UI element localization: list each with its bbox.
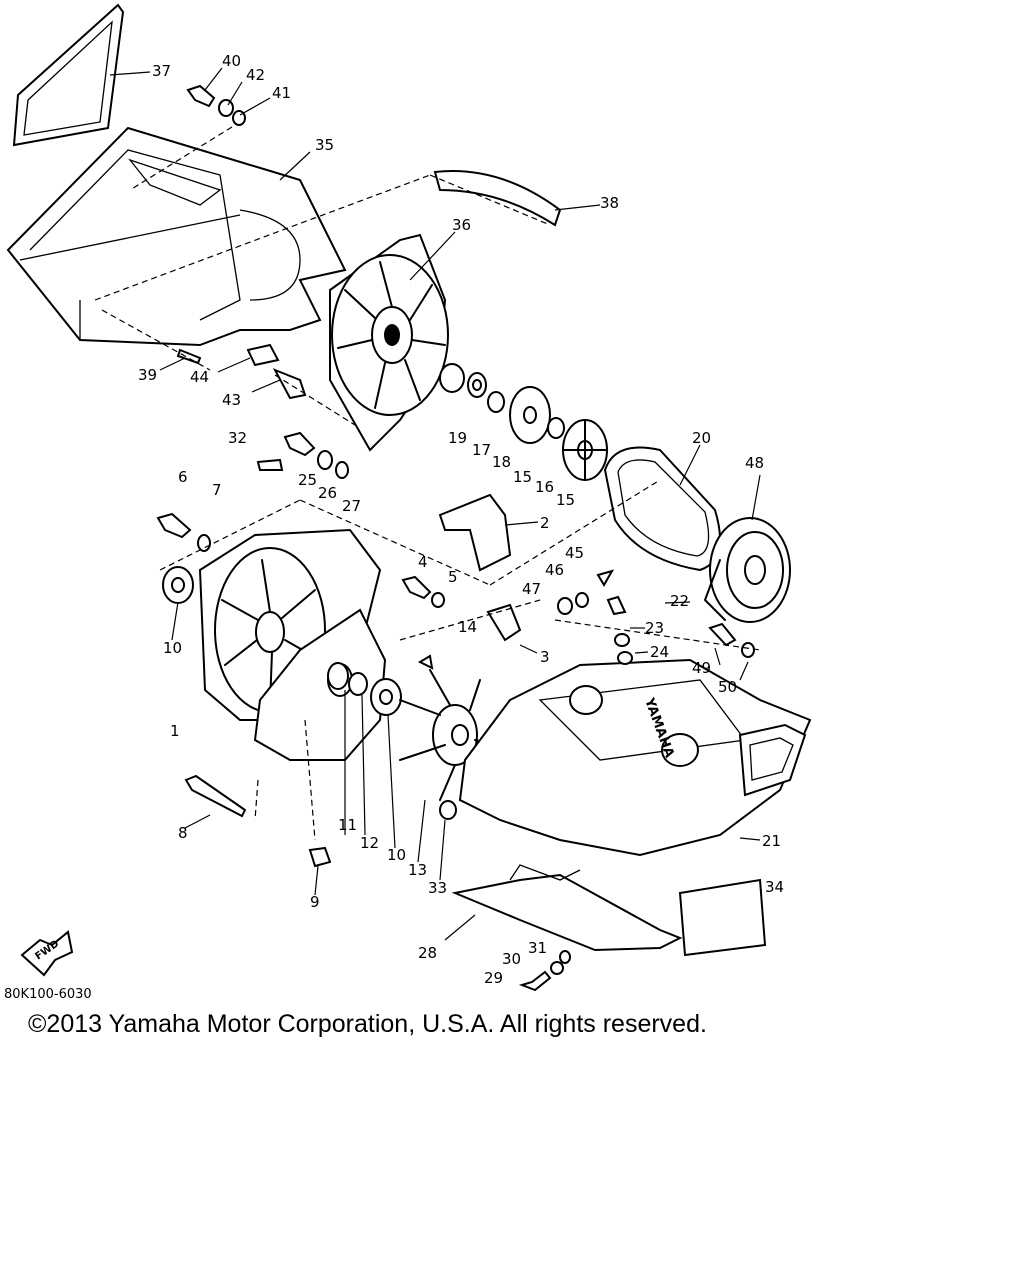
- part-label: 48: [745, 454, 764, 472]
- part-label: 24: [650, 643, 669, 661]
- part-label: 5: [448, 568, 458, 586]
- part-label: 37: [152, 62, 171, 80]
- part-label: 7: [212, 481, 222, 499]
- part-label: 14: [458, 618, 477, 636]
- part-38-strip: [433, 170, 562, 227]
- part-label: 17: [472, 441, 491, 459]
- part-label: 23: [645, 619, 664, 637]
- part-label: 10: [163, 639, 182, 657]
- part-21-main-cover: [458, 658, 812, 857]
- part-labels: 1 2 3 4 5 6 7 8 9 10 10 11 12 13 14 15 1…: [138, 52, 784, 987]
- part-label: 15: [513, 468, 532, 486]
- part-label: 38: [600, 194, 619, 212]
- part-label: 46: [545, 561, 564, 579]
- part-label: 12: [360, 834, 379, 852]
- part-label: 10: [387, 846, 406, 864]
- part-label: 41: [272, 84, 291, 102]
- guide-lines: [94, 126, 761, 841]
- part-label: 1: [170, 722, 180, 740]
- part-label: 9: [310, 893, 320, 911]
- part-35-upper-shroud: [6, 126, 347, 347]
- part-label: 35: [315, 136, 334, 154]
- part-label: 8: [178, 824, 188, 842]
- part-label: 18: [492, 453, 511, 471]
- part-label: 33: [428, 879, 447, 897]
- part-2-cover: [438, 493, 512, 572]
- part-label: 45: [565, 544, 584, 562]
- part-label: 42: [246, 66, 265, 84]
- part-34-pad: [678, 878, 767, 957]
- drive-parts: [439, 363, 608, 481]
- part-20-belt: [603, 446, 721, 572]
- part-label: 13: [408, 861, 427, 879]
- part-label: 32: [228, 429, 247, 447]
- part-28-bottom-plate: [451, 864, 683, 952]
- part-13-impeller: [399, 669, 496, 801]
- bolts: [156, 84, 755, 992]
- leader-lines: [109, 67, 762, 941]
- part-37-panel: [12, 3, 125, 147]
- part-label: 28: [418, 944, 437, 962]
- part-label: 44: [190, 368, 209, 386]
- part-label: 19: [448, 429, 467, 447]
- part-label: 43: [222, 391, 241, 409]
- part-label: 27: [342, 497, 361, 515]
- part-label: 25: [298, 471, 317, 489]
- part-label: 36: [452, 216, 471, 234]
- part-label: 49: [692, 659, 711, 677]
- part-label: 16: [535, 478, 554, 496]
- part-label: 3: [540, 648, 550, 666]
- part-label: 6: [178, 468, 188, 486]
- part-label: 39: [138, 366, 157, 384]
- part-label: 20: [692, 429, 711, 447]
- part-label: 2: [540, 514, 550, 532]
- exploded-parts-diagram: 1 2 3 4 5 6 7 8 9 10 10 11 12 13 14 15 1…: [4, 3, 812, 1002]
- part-48-pulley: [704, 517, 791, 623]
- part-label: 34: [765, 878, 784, 896]
- part-label: 4: [418, 553, 428, 571]
- part-label: 40: [222, 52, 241, 70]
- part-label: 31: [528, 939, 547, 957]
- part-label: 22: [670, 592, 689, 610]
- part-label: 30: [502, 950, 521, 968]
- copyright-notice: ©2013 Yamaha Motor Corporation, U.S.A. A…: [28, 1010, 707, 1038]
- fwd-arrow-icon: FWD: [20, 930, 74, 977]
- part-label: 11: [338, 816, 357, 834]
- part-label: 26: [318, 484, 337, 502]
- part-label: 50: [718, 678, 737, 696]
- part-label: 29: [484, 969, 503, 987]
- drawing-code: 80K100-6030: [4, 987, 92, 1002]
- part-36-fan-housing: [329, 233, 449, 452]
- rings: [162, 566, 402, 716]
- part-label: 15: [556, 491, 575, 509]
- part-label: 21: [762, 832, 781, 850]
- part-label: 47: [522, 580, 541, 598]
